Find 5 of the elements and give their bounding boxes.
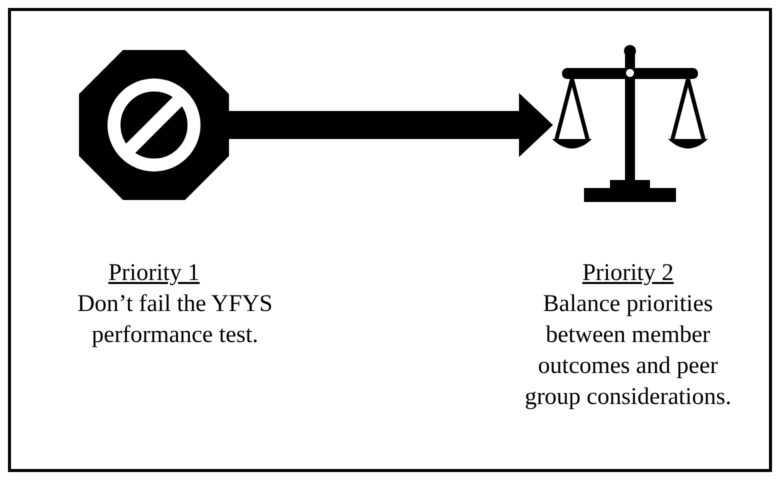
priority-description: Balance priorities between member outcomes and peer group considerations. — [524, 290, 732, 412]
priority-description: Don’t fail the YFYS performance test. — [76, 290, 274, 350]
priority-heading: Priority 2 — [581, 259, 675, 288]
arrow — [227, 93, 553, 157]
priority-heading: Priority 1 — [107, 259, 201, 288]
